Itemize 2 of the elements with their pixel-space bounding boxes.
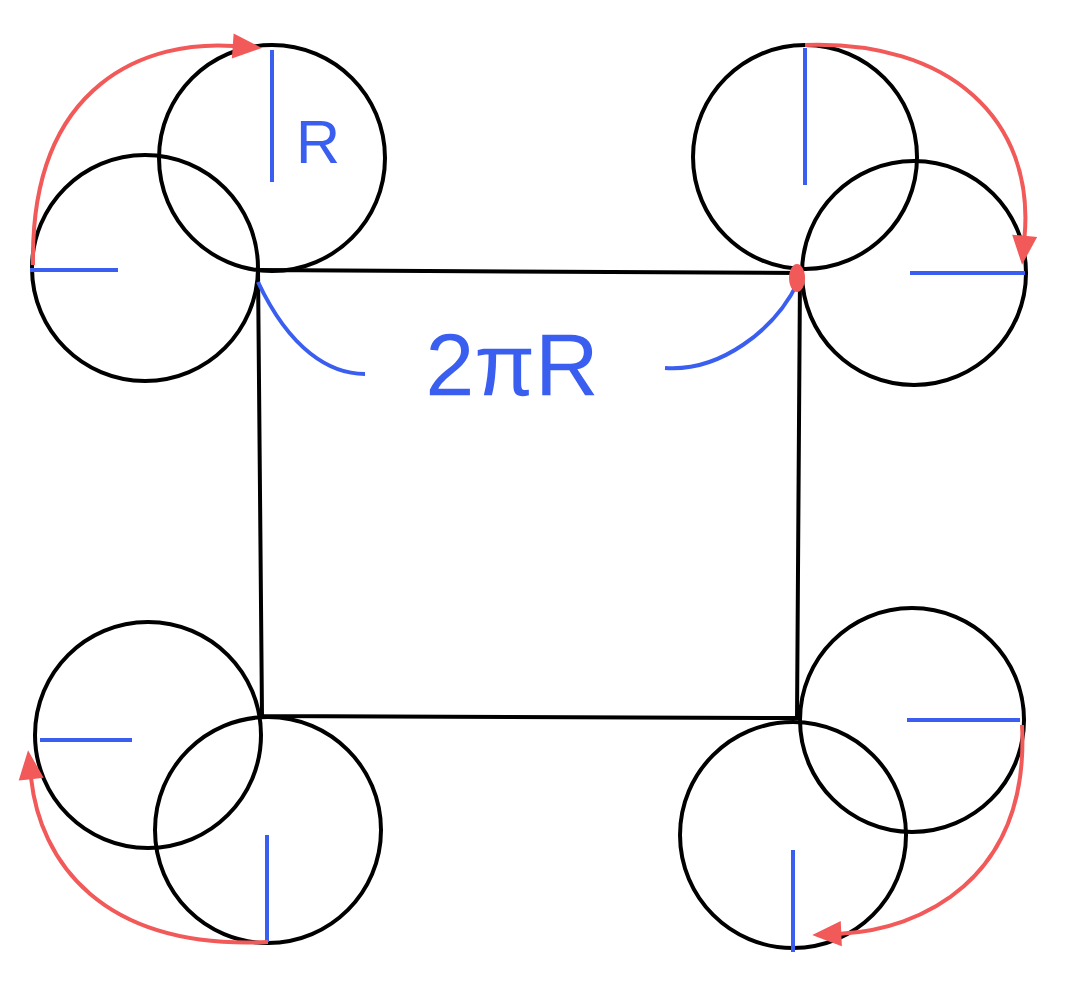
radius-label: R [300, 120, 338, 164]
circumference-label: 2πR [429, 333, 595, 397]
